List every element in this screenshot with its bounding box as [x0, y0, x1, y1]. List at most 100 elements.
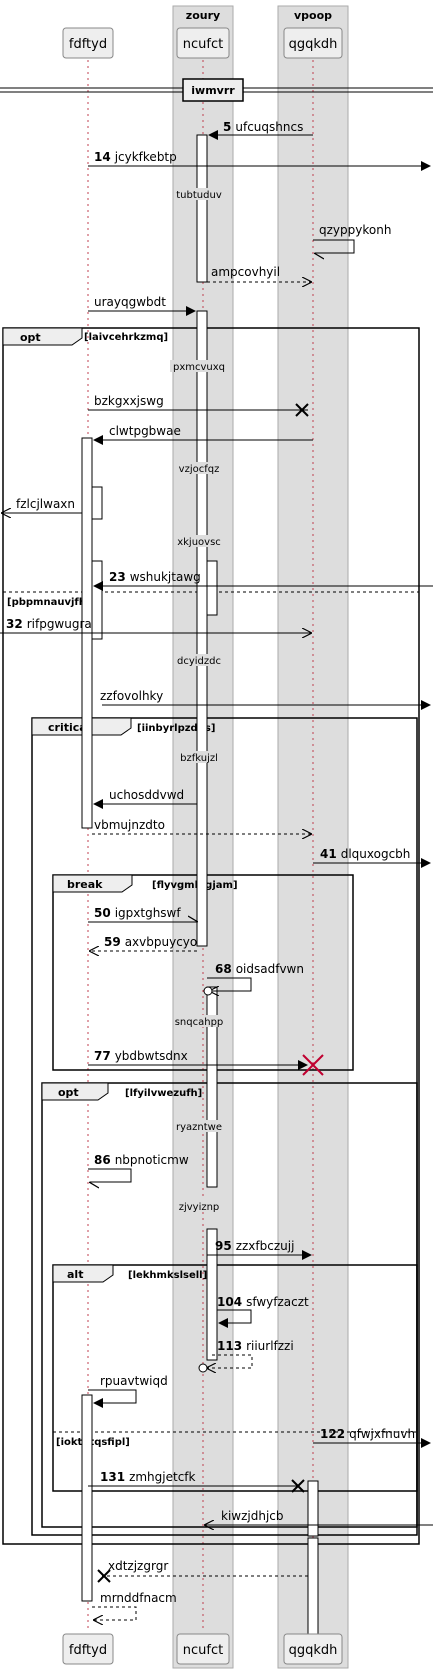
- message-arrow: [88, 1168, 132, 1182]
- message-number: 14: [94, 150, 111, 164]
- participant-name: qgqkdh: [289, 1643, 338, 1658]
- destroy-marker: [295, 403, 309, 417]
- message-label: 23 wshukjtawg: [109, 570, 201, 584]
- message-text: qzyppykonh: [319, 223, 391, 237]
- participant-qgqkdh: qgqkdh: [283, 1633, 343, 1665]
- fragment-condition: [lfyilvwezufh]: [125, 1088, 202, 1099]
- message-number: 41: [320, 847, 337, 861]
- found-circle: [198, 1363, 208, 1373]
- message-label: 113 riiurlfzzi: [217, 1339, 294, 1353]
- message-label: fzlcjlwaxn: [16, 497, 75, 511]
- fragment-condition: [flyvgmbjgjam]: [152, 880, 238, 891]
- participant-heads-top: fdftyd ncufct qgqkdh: [62, 27, 343, 59]
- message-text: rpuavtwiqd: [100, 1374, 168, 1388]
- message-text: riiurlfzzi: [246, 1339, 294, 1353]
- messages: [0, 130, 433, 1620]
- found-circle: [203, 986, 213, 996]
- fragment-condition: [laivcehrkzmq]: [84, 332, 168, 343]
- message-arrow: [207, 977, 252, 991]
- participant-fdftyd: fdftyd: [62, 27, 114, 59]
- message-label: mrnddfnacm: [100, 1591, 177, 1605]
- message-number: 23: [109, 570, 126, 584]
- destroy-marker: [97, 1569, 111, 1583]
- message-label: rpuavtwiqd: [100, 1374, 168, 1388]
- message-label: 68 oidsadfvwn: [215, 962, 304, 976]
- message-label: uchosddvwd: [109, 788, 184, 802]
- fragment-else-condition: [pbpmnauvjfhf]: [7, 597, 95, 608]
- fragment-keyword: critical: [48, 721, 90, 734]
- message-text: kiwzjdhjcb: [221, 1509, 284, 1523]
- fragment-condition: [lekhmkslsell]: [128, 1270, 207, 1281]
- message-text: wshukjtawg: [130, 570, 201, 584]
- message-text: zzfovolhky: [100, 689, 163, 703]
- message-number: 59: [104, 935, 121, 949]
- message-arrow: [313, 239, 355, 253]
- message-number: 32: [6, 617, 23, 631]
- message-text: sfwyfzaczt: [246, 1295, 309, 1309]
- fragment-opt-outer: opt [laivcehrkzmq] [pbpmnauvjfhf]: [2, 327, 420, 1545]
- delay-label: xkjuovsc: [177, 537, 221, 548]
- message-text: dlquxogcbh: [341, 847, 411, 861]
- message-label: bzkgxxjswg: [94, 394, 164, 408]
- participant-ncufct: ncufct: [176, 1633, 230, 1665]
- delay-label: bzfkujzl: [180, 753, 218, 764]
- fragment-condition: [iinbyrlpzdgs]: [137, 723, 215, 734]
- message-text: zmhgjetcfk: [129, 1470, 195, 1484]
- message-text: urayqgwbdt: [94, 295, 166, 309]
- message-text: clwtpgbwae: [109, 424, 181, 438]
- message-number: 68: [215, 962, 232, 976]
- group-title: vpoop: [294, 9, 332, 22]
- participant-name: fdftyd: [69, 37, 107, 52]
- message-number: 113: [217, 1339, 242, 1353]
- group-vpoop: vpoop: [277, 5, 349, 1669]
- message-label: zzfovolhky: [100, 689, 163, 703]
- message-label: 131 zmhgjetcfk: [100, 1470, 196, 1484]
- fragment-keyword: opt: [58, 1086, 79, 1099]
- delay-label: dcyidzdc: [177, 656, 221, 667]
- destroy-marker: [291, 1479, 305, 1493]
- fragment-keyword: alt: [67, 1268, 83, 1281]
- delay-label: zjvyiznp: [179, 1202, 220, 1213]
- participant-name: ncufct: [183, 1643, 223, 1658]
- message-text: axvbpuycyo: [125, 935, 198, 949]
- delay-label: tubtuduv: [176, 190, 222, 201]
- message-number: 5: [223, 120, 231, 134]
- message-number: 131: [100, 1470, 125, 1484]
- delays: tubtuduv pxmcvuxq vzjocfqz xkjuovsc dcyi…: [170, 188, 230, 1213]
- message-number: 104: [217, 1295, 242, 1309]
- participant-qgqkdh: qgqkdh: [283, 27, 343, 59]
- message-text: nbpnoticmw: [115, 1153, 189, 1167]
- message-arrow: [207, 1354, 253, 1368]
- message-number: 95: [215, 1239, 232, 1253]
- participant-ncufct: ncufct: [176, 27, 230, 59]
- message-label: 104 sfwyfzaczt: [217, 1295, 309, 1309]
- fragment-alt: alt [lekhmkslsell] [ioktntqsfipl]: [52, 1264, 418, 1492]
- fragment-keyword: break: [67, 878, 103, 891]
- message-text: jcykfkebtp: [114, 150, 177, 164]
- message-label: 122 qfwjxfnuvh: [320, 1427, 415, 1441]
- message-text: xdtzjzgrgr: [108, 1559, 168, 1573]
- message-number: 50: [94, 906, 111, 920]
- group-title: zoury: [186, 9, 220, 22]
- message-text: oidsadfvwn: [236, 962, 304, 976]
- fragment-keyword: opt: [20, 331, 41, 344]
- delay-label: pxmcvuxq: [173, 362, 225, 373]
- message-arrow: [88, 1389, 137, 1408]
- message-number: 122: [320, 1427, 345, 1441]
- delay-label: vzjocfqz: [179, 464, 220, 475]
- message-arrow: [92, 1606, 137, 1620]
- participant-name: qgqkdh: [289, 37, 338, 52]
- section-divider-label: iwmvrr: [191, 84, 235, 97]
- participant-name: ncufct: [183, 37, 223, 52]
- fragment-else-condition: [ioktntqsfipl]: [56, 1437, 130, 1448]
- message-label: xdtzjzgrgr: [108, 1559, 168, 1573]
- message-text: qfwjxfnuvh: [349, 1427, 415, 1441]
- destroy-marker: [302, 1054, 324, 1076]
- message-number: 77: [94, 1049, 111, 1063]
- message-label: 41 dlquxogcbh: [320, 847, 410, 861]
